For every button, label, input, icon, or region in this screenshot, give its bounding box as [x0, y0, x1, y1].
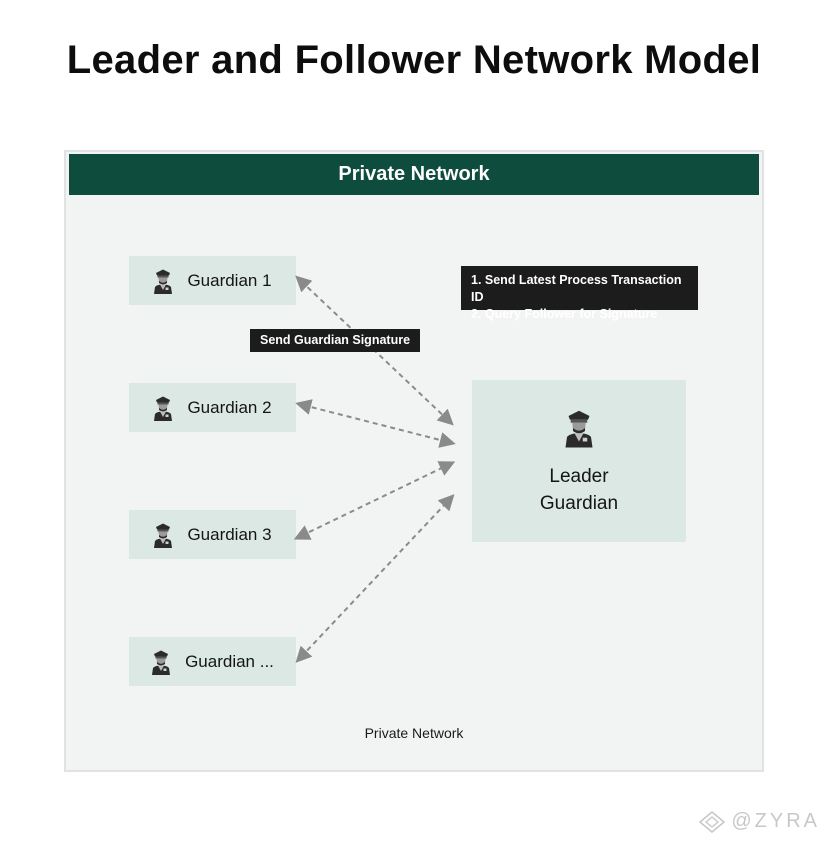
guardian-node-label: Guardian ...	[185, 651, 274, 671]
panel-footer-label: Private Network	[364, 725, 464, 741]
guardian-icon	[564, 405, 594, 451]
diagram-title: Leader and Follower Network Model	[66, 38, 762, 82]
step-1-text: 1. Send Latest Process Transaction ID	[471, 273, 682, 304]
panel-header: Private Network	[69, 154, 759, 195]
watermark-text: @ZYRA	[731, 810, 820, 832]
guardian-node-2: Guardian 2	[129, 383, 296, 432]
leader-guardian-node: Leader Guardian	[472, 380, 686, 542]
guardian-node-label: Guardian 1	[187, 270, 272, 290]
step-2-text: 2. Query Follower for Signature	[471, 307, 658, 321]
guardian-icon	[153, 522, 173, 548]
guardian-node-1: Guardian 1	[129, 256, 296, 305]
guardian-node-more: Guardian ...	[129, 637, 296, 686]
guardian-icon	[153, 395, 173, 421]
guardian-node-label: Guardian 3	[187, 524, 272, 544]
watermark: @ZYRA	[699, 810, 820, 833]
leader-steps-tag: 1. Send Latest Process Transaction ID 2.…	[461, 266, 698, 321]
leader-guardian-label: Leader Guardian	[539, 466, 619, 514]
guardian-node-3: Guardian 3	[129, 510, 296, 559]
guardian-icon	[151, 649, 171, 675]
send-signature-tag: Send Guardian Signature	[250, 329, 421, 352]
guardian-node-label: Guardian 2	[187, 397, 272, 417]
guardian-icon	[153, 268, 173, 294]
diamond-logo-icon	[699, 810, 726, 833]
